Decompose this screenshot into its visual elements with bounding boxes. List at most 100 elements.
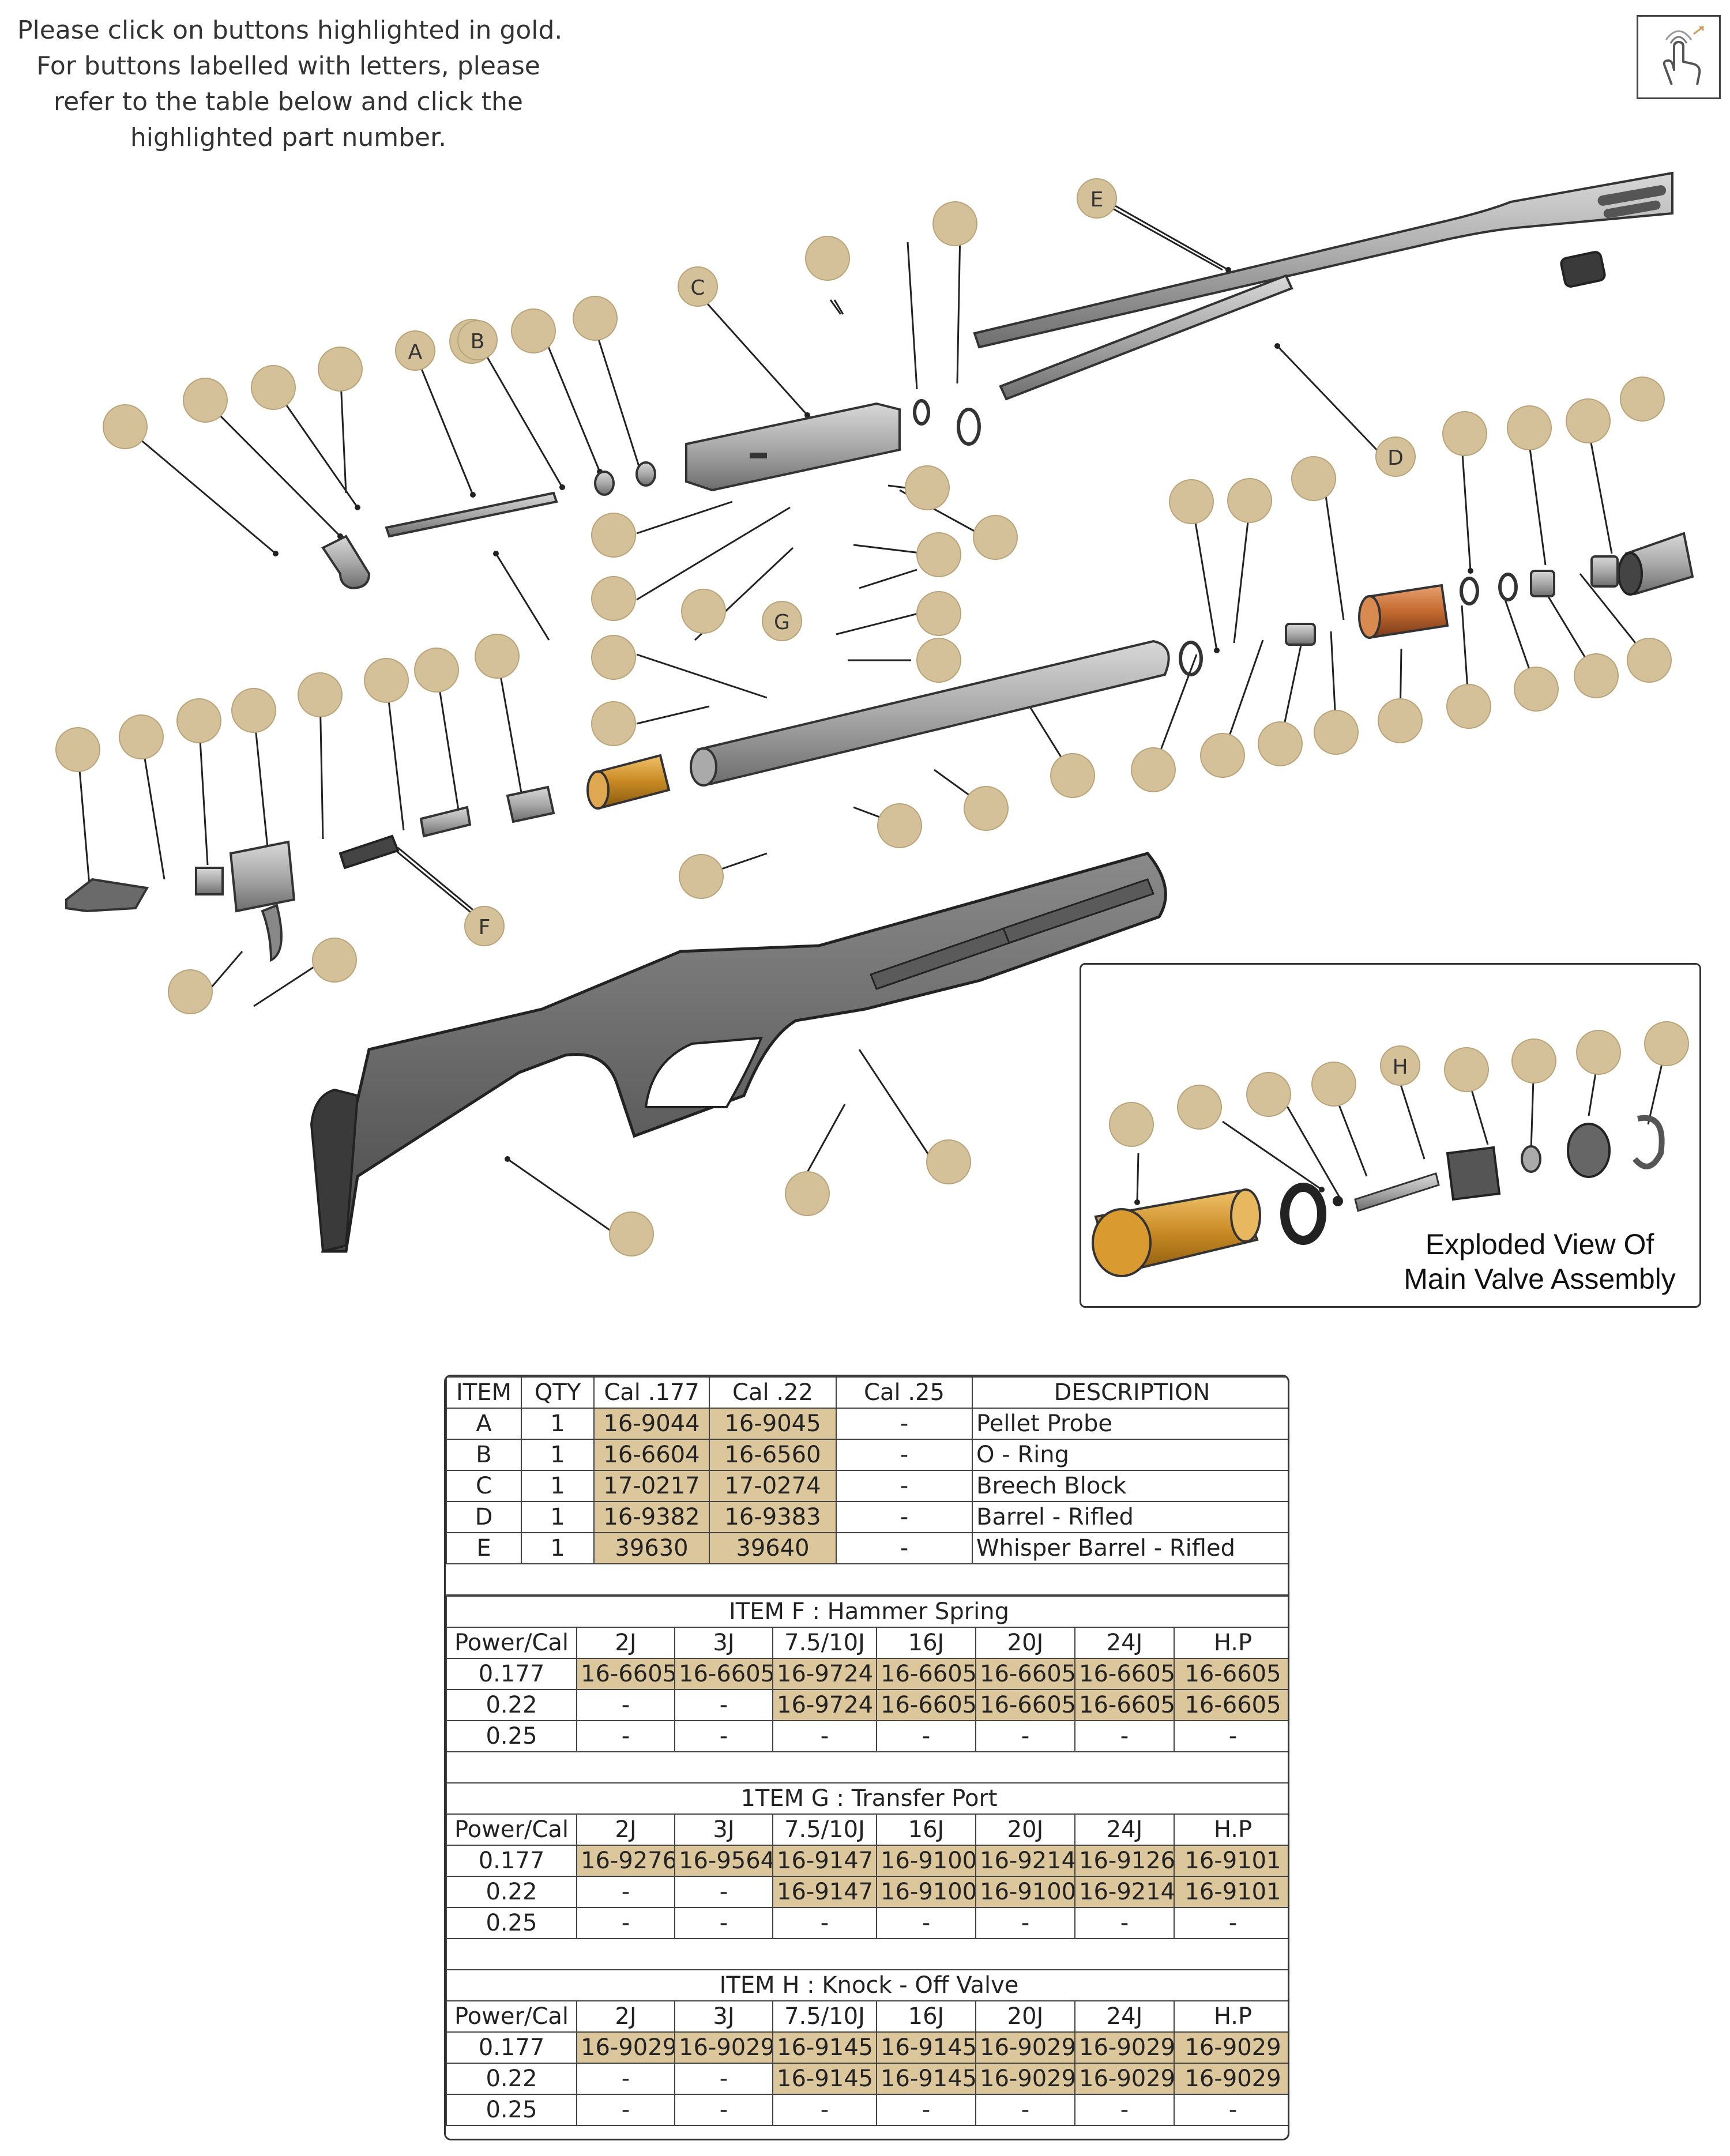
part-hotspot-button[interactable] — [1444, 1047, 1489, 1092]
part-hotspot-button[interactable] — [681, 589, 726, 634]
part-number-cell[interactable]: 16-9101 — [1173, 1876, 1288, 1908]
part-hotspot-button[interactable] — [926, 1139, 971, 1184]
part-hotspot-button[interactable] — [591, 576, 636, 621]
part-number-cell[interactable]: 16-9029 — [1074, 2063, 1175, 2095]
part-number-cell[interactable]: 16-9045 — [709, 1408, 837, 1440]
part-number-cell[interactable]: 16-9724 — [772, 1689, 877, 1721]
part-number-cell[interactable]: 16-9100 — [876, 1876, 976, 1908]
part-hotspot-button[interactable] — [1576, 1030, 1621, 1075]
part-hotspot-button[interactable] — [1442, 411, 1487, 456]
part-hotspot-button[interactable] — [1177, 1085, 1222, 1130]
letter-hotspot-circle[interactable] — [464, 906, 505, 946]
part-hotspot-button[interactable] — [1227, 478, 1272, 523]
letter-hotspot-circle[interactable] — [1380, 1045, 1420, 1086]
part-hotspot-button[interactable] — [475, 634, 520, 679]
part-hotspot-button[interactable] — [103, 404, 148, 449]
part-hotspot-button[interactable] — [1246, 1072, 1291, 1117]
part-hotspot-button[interactable] — [1514, 667, 1559, 712]
part-hotspot-button[interactable] — [119, 714, 164, 759]
letter-hotspot-a[interactable]: A — [395, 330, 435, 371]
part-hotspot-button[interactable] — [1446, 684, 1491, 729]
part-number-cell[interactable]: 16-9276 — [576, 1845, 675, 1877]
part-hotspot-button[interactable] — [916, 532, 961, 577]
part-number-cell[interactable]: 16-6605 — [674, 1658, 773, 1690]
letter-hotspot-h[interactable]: H — [1380, 1045, 1420, 1086]
part-hotspot-button[interactable] — [1050, 753, 1095, 798]
part-hotspot-button[interactable] — [318, 347, 363, 392]
part-hotspot-button[interactable] — [1311, 1062, 1356, 1107]
part-hotspot-button[interactable] — [231, 688, 276, 733]
part-number-cell[interactable]: 16-9214 — [1074, 1876, 1175, 1908]
part-hotspot-button[interactable] — [183, 378, 228, 423]
part-hotspot-button[interactable] — [916, 591, 961, 636]
part-hotspot-button[interactable] — [176, 698, 221, 743]
part-hotspot-button[interactable] — [905, 465, 950, 510]
part-hotspot-button[interactable] — [973, 515, 1018, 560]
part-hotspot-button[interactable] — [1511, 1039, 1556, 1083]
part-hotspot-button[interactable] — [679, 854, 724, 899]
touch-gesture-button[interactable] — [1637, 15, 1721, 99]
part-number-cell[interactable]: 16-9564 — [674, 1845, 773, 1877]
part-hotspot-button[interactable] — [1131, 747, 1176, 792]
part-number-cell[interactable]: 16-9145 — [772, 2063, 877, 2095]
part-number-cell[interactable]: 16-9145 — [876, 2063, 976, 2095]
part-number-cell[interactable]: 16-6605 — [1173, 1689, 1288, 1721]
part-number-cell[interactable]: 16-9101 — [1173, 1845, 1288, 1877]
part-number-cell[interactable]: 16-9145 — [772, 2031, 877, 2064]
part-hotspot-button[interactable] — [364, 658, 409, 703]
part-number-cell[interactable]: 16-6605 — [975, 1689, 1075, 1721]
part-hotspot-button[interactable] — [1291, 456, 1336, 501]
part-hotspot-button[interactable] — [591, 701, 636, 746]
part-hotspot-button[interactable] — [312, 938, 357, 983]
part-number-cell[interactable]: 16-9147 — [772, 1876, 877, 1908]
part-number-cell[interactable]: 16-6605 — [1173, 1658, 1288, 1690]
letter-hotspot-circle[interactable] — [395, 330, 435, 371]
part-hotspot-button[interactable] — [251, 365, 296, 410]
letter-hotspot-circle[interactable] — [457, 320, 498, 360]
part-number-cell[interactable]: 16-6560 — [709, 1439, 837, 1471]
part-number-cell[interactable]: 16-6605 — [1074, 1658, 1175, 1690]
part-hotspot-button[interactable] — [1620, 377, 1665, 422]
part-hotspot-button[interactable] — [1378, 698, 1423, 743]
part-hotspot-button[interactable] — [1644, 1021, 1689, 1066]
part-hotspot-button[interactable] — [591, 513, 636, 558]
part-number-cell[interactable]: 16-9029 — [674, 2031, 773, 2064]
part-hotspot-button[interactable] — [591, 635, 636, 680]
part-hotspot-button[interactable] — [964, 786, 1009, 831]
part-number-cell[interactable]: 16-9126 — [1074, 1845, 1175, 1877]
part-number-cell[interactable]: 16-9029 — [975, 2031, 1075, 2064]
letter-hotspot-circle[interactable] — [678, 266, 718, 307]
part-hotspot-button[interactable] — [932, 201, 977, 246]
letter-hotspot-d[interactable]: D — [1375, 437, 1416, 477]
part-hotspot-button[interactable] — [573, 296, 618, 341]
part-number-cell[interactable]: 16-9382 — [593, 1501, 710, 1533]
part-number-cell[interactable]: 39630 — [593, 1532, 710, 1564]
part-number-cell[interactable]: 39640 — [709, 1532, 837, 1564]
part-number-cell[interactable]: 16-9029 — [1173, 2031, 1288, 2064]
part-hotspot-button[interactable] — [609, 1211, 654, 1256]
part-hotspot-button[interactable] — [1258, 721, 1303, 766]
part-number-cell[interactable]: 16-9029 — [1074, 2031, 1175, 2064]
part-number-cell[interactable]: 16-9383 — [709, 1501, 837, 1533]
part-hotspot-button[interactable] — [916, 638, 961, 683]
part-hotspot-button[interactable] — [1627, 638, 1672, 683]
part-number-cell[interactable]: 16-6605 — [576, 1658, 675, 1690]
part-number-cell[interactable]: 16-9029 — [1173, 2063, 1288, 2095]
part-number-cell[interactable]: 16-9029 — [576, 2031, 675, 2064]
letter-hotspot-b[interactable]: B — [457, 320, 498, 360]
part-number-cell[interactable]: 16-9100 — [876, 1845, 976, 1877]
part-hotspot-button[interactable] — [414, 648, 459, 693]
letter-hotspot-circle[interactable] — [1077, 178, 1117, 219]
part-hotspot-button[interactable] — [168, 969, 213, 1014]
letter-hotspot-circle[interactable] — [1375, 437, 1416, 477]
part-hotspot-button[interactable] — [785, 1171, 830, 1216]
letter-hotspot-e[interactable]: E — [1077, 178, 1117, 219]
part-hotspot-button[interactable] — [1109, 1102, 1154, 1147]
part-number-cell[interactable]: 16-9724 — [772, 1658, 877, 1690]
part-number-cell[interactable]: 16-9044 — [593, 1408, 710, 1440]
part-number-cell[interactable]: 17-0217 — [593, 1470, 710, 1502]
part-hotspot-button[interactable] — [1566, 398, 1611, 443]
part-hotspot-button[interactable] — [877, 803, 922, 848]
part-number-cell[interactable]: 17-0274 — [709, 1470, 837, 1502]
